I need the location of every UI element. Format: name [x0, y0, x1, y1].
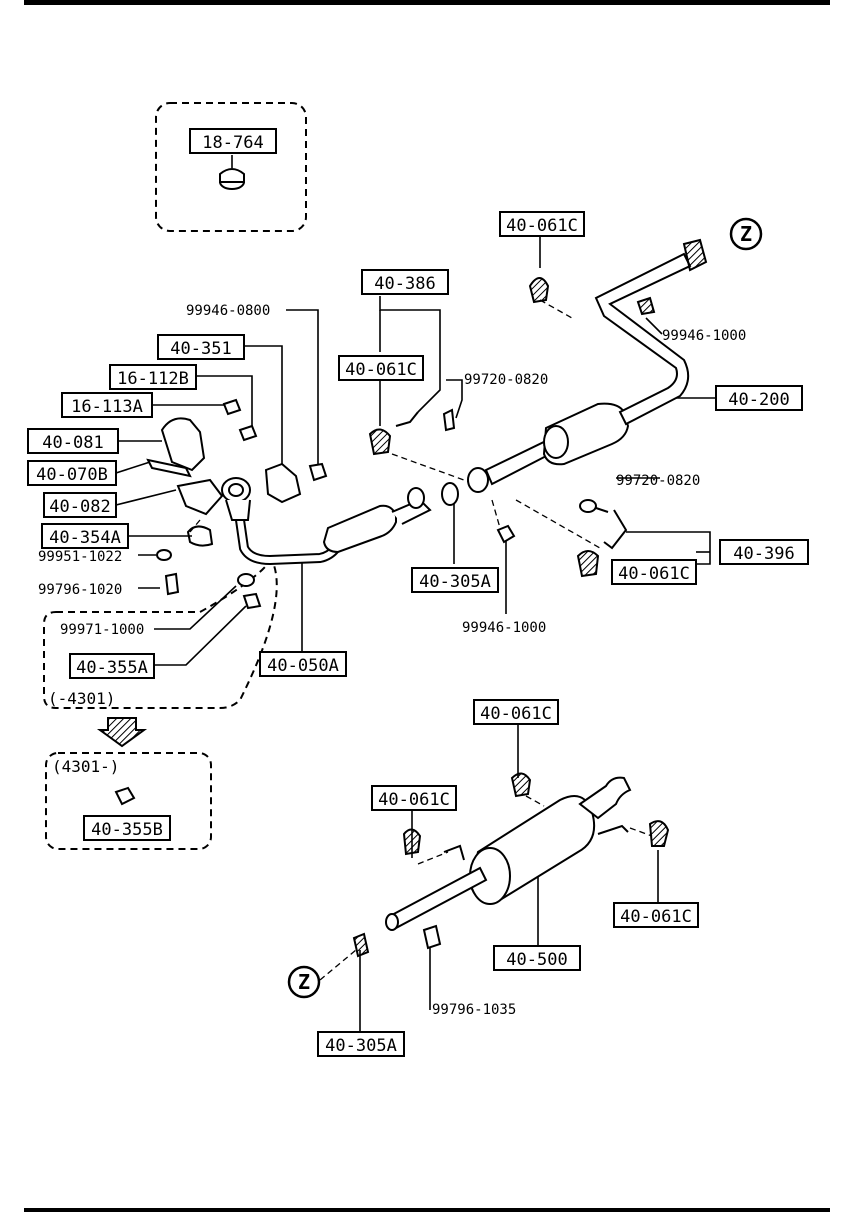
svg-text:40-305A: 40-305A [325, 1036, 397, 1056]
part-label-40-061c-lower-right[interactable]: 40-061C [613, 902, 699, 928]
svg-text:40-061C: 40-061C [620, 907, 692, 927]
svg-text:40-082: 40-082 [49, 497, 110, 517]
part-label-40-061c-lower-top[interactable]: 40-061C [473, 699, 559, 725]
connector-z-bottom: Z [287, 965, 321, 999]
svg-text:40-061C: 40-061C [378, 790, 450, 810]
part-label-18-764[interactable]: 18-764 [189, 128, 277, 154]
svg-text:18-764: 18-764 [202, 133, 263, 153]
svg-text:40-061C: 40-061C [618, 564, 690, 584]
part-label-40-082[interactable]: 40-082 [43, 492, 117, 518]
part-label-40-386[interactable]: 40-386 [361, 269, 449, 295]
part-label-40-355b[interactable]: 40-355B [83, 815, 171, 841]
svg-text:40-305A: 40-305A [419, 572, 491, 592]
svg-text:40-050A: 40-050A [267, 656, 339, 676]
part-number-99946-0800[interactable]: 99946-0800 [186, 303, 270, 319]
part-label-40-061c-top[interactable]: 40-061C [499, 211, 585, 237]
part-number-99946-1000-lower[interactable]: 99946-1000 [462, 620, 546, 636]
svg-text:40-200: 40-200 [728, 390, 789, 410]
boxed-part-labels: 18-764 40-061C 40-386 40-061C 40-351 16-… [27, 128, 809, 1057]
part-label-40-355a[interactable]: 40-355A [69, 653, 155, 679]
part-label-40-351[interactable]: 40-351 [157, 334, 245, 360]
part-label-40-070b[interactable]: 40-070B [27, 460, 117, 486]
svg-text:16-113A: 16-113A [71, 397, 143, 417]
part-number-99796-1020[interactable]: 99796-1020 [38, 582, 122, 598]
part-number-99796-1035[interactable]: 99796-1035 [432, 1002, 516, 1018]
svg-text:40-061C: 40-061C [506, 216, 578, 236]
part-number-99971-1000[interactable]: 99971-1000 [60, 622, 144, 638]
dashed-assembly-lines [189, 299, 653, 981]
part-label-40-200[interactable]: 40-200 [715, 385, 803, 411]
part-label-16-113a[interactable]: 16-113A [61, 392, 153, 418]
svg-text:40-386: 40-386 [374, 274, 435, 294]
part-label-40-305a-lower[interactable]: 40-305A [317, 1031, 405, 1057]
range-label-after-4301: (4301-) [52, 757, 119, 776]
part-number-99720-0820-right[interactable]: 99720-0820 [616, 473, 700, 489]
front-pipe [235, 515, 341, 566]
part-label-40-061c-lower-left[interactable]: 40-061C [371, 785, 457, 811]
part-label-40-050a[interactable]: 40-050A [259, 651, 347, 677]
svg-text:40-070B: 40-070B [36, 465, 108, 485]
front-resonator [322, 504, 397, 554]
group-box-after-4301 [45, 752, 212, 850]
connector-z-top-label: Z [740, 222, 752, 246]
svg-text:40-355B: 40-355B [91, 820, 163, 840]
part-number-99946-1000-upper[interactable]: 99946-1000 [662, 328, 746, 344]
connector-z-bottom-label: Z [298, 970, 310, 994]
part-label-40-305a-upper[interactable]: 40-305A [411, 567, 499, 593]
svg-text:40-500: 40-500 [506, 950, 567, 970]
svg-text:40-355A: 40-355A [76, 658, 148, 678]
part-label-40-396[interactable]: 40-396 [719, 539, 809, 565]
part-number-99951-1022[interactable]: 99951-1022 [38, 549, 122, 565]
svg-text:40-061C: 40-061C [480, 704, 552, 724]
part-label-16-112b[interactable]: 16-112B [109, 364, 197, 390]
svg-text:40-081: 40-081 [42, 433, 103, 453]
heat-shield [160, 417, 206, 472]
svg-text:40-351: 40-351 [170, 339, 231, 359]
direction-arrow [96, 717, 148, 748]
svg-text:40-354A: 40-354A [49, 528, 121, 548]
part-number-99720-0820-upper[interactable]: 99720-0820 [464, 372, 548, 388]
range-label-before-4301: (-4301) [48, 689, 115, 708]
bottom-rule [24, 1208, 830, 1212]
part-label-40-500[interactable]: 40-500 [493, 945, 581, 971]
top-rule [24, 0, 830, 5]
plain-part-labels: 99946-0800 99946-1000 99720-0820 99720-0… [38, 303, 746, 1018]
exhaust-parts [96, 168, 708, 958]
part-label-40-354a[interactable]: 40-354A [41, 523, 129, 549]
svg-text:40-061C: 40-061C [345, 360, 417, 380]
part-label-40-081[interactable]: 40-081 [27, 428, 119, 454]
part-label-40-061c-right[interactable]: 40-061C [611, 559, 697, 585]
group-box-18-764 [155, 102, 307, 232]
connector-z-top: Z [729, 217, 763, 251]
part-label-40-061c-mid[interactable]: 40-061C [338, 355, 424, 381]
svg-text:16-112B: 16-112B [117, 369, 189, 389]
svg-text:40-396: 40-396 [733, 544, 794, 564]
